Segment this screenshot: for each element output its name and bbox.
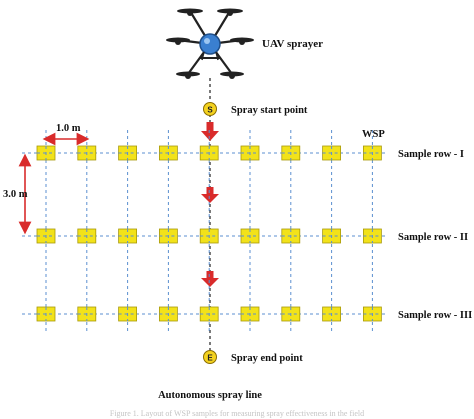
figure-caption: Figure 1. Layout of WSP samples for meas…	[110, 409, 364, 418]
start-marker-letter: S	[207, 106, 213, 115]
uav-sprayer-label: UAV sprayer	[262, 38, 323, 50]
row-spacing-label: 3.0 m	[3, 189, 28, 200]
direction-arrow-icon	[201, 122, 219, 141]
wsp-sample-grid: Sample row - I Sample row - II Sample row …	[22, 130, 472, 334]
direction-arrow-icon	[201, 271, 219, 287]
spray-end-marker: E	[203, 350, 217, 364]
spray-start-marker: S	[203, 102, 217, 116]
end-marker-letter: E	[207, 354, 213, 363]
spray-end-point-label: Spray end point	[231, 353, 303, 364]
column-spacing-label: 1.0 m	[56, 123, 81, 134]
uav-drone-icon	[166, 8, 254, 79]
direction-arrow-icon	[201, 187, 219, 203]
sample-row-label: Sample row - II	[398, 232, 468, 243]
wsp-label: WSP	[362, 129, 385, 140]
spray-start-point-label: Spray start point	[231, 105, 308, 116]
sample-row-label: Sample row - I	[398, 149, 464, 160]
flight-direction-arrows	[201, 122, 219, 287]
autonomous-spray-line-label: Autonomous spray line	[158, 390, 262, 401]
sample-row-label: Sample row - III	[398, 310, 472, 321]
